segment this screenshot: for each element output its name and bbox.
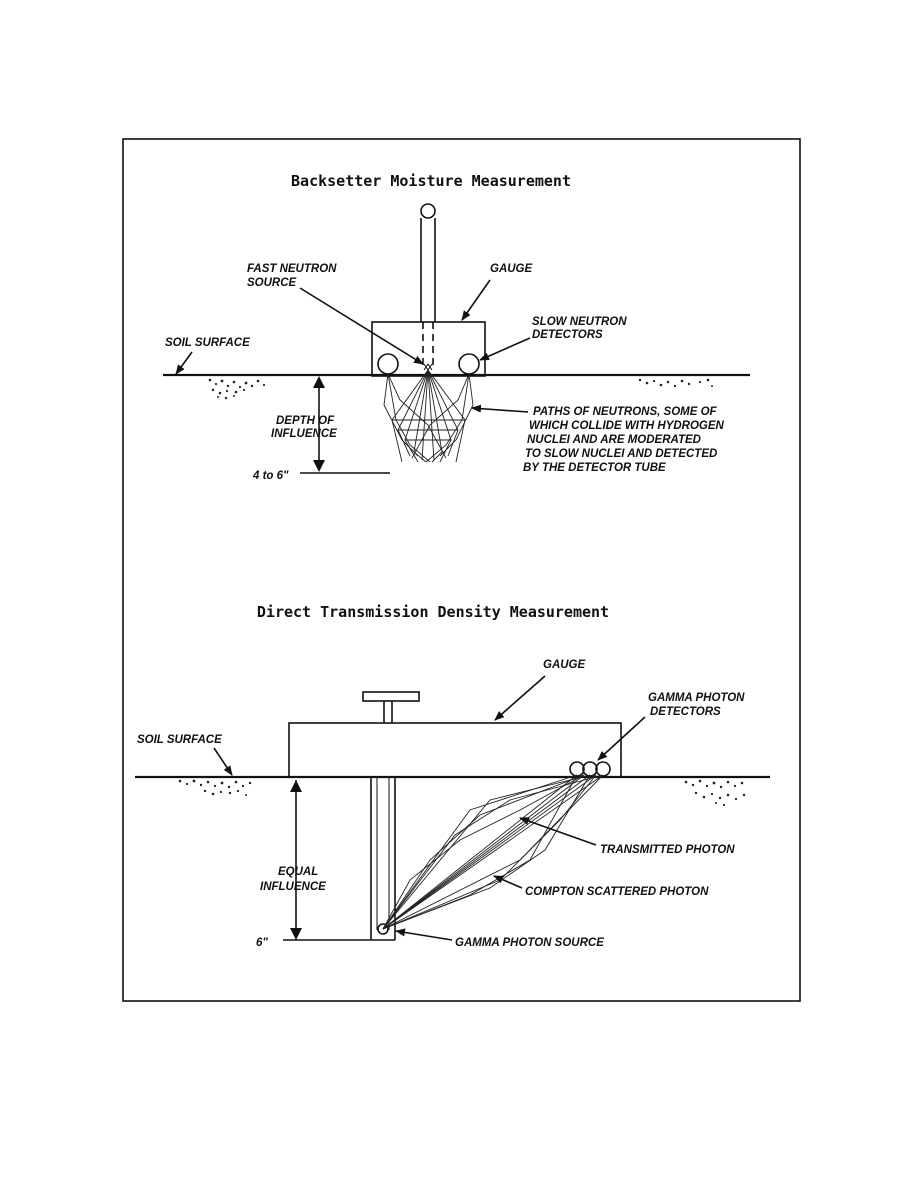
soil-texture-right-top xyxy=(638,378,713,388)
gauge-label-top: GAUGE xyxy=(490,263,533,275)
compton-photon-label: COMPTON SCATTERED PHOTON xyxy=(525,886,709,898)
handle-plate xyxy=(362,691,420,702)
gamma-detectors-label-2: DETECTORS xyxy=(650,706,721,718)
transmitted-photon-label: TRANSMITTED PHOTON xyxy=(600,844,735,856)
soil-texture-left-top xyxy=(208,378,266,400)
equal-influence-label-2: INFLUENCE xyxy=(260,881,326,893)
depth-arrow-down xyxy=(313,460,325,472)
soil-surface-label-top: SOIL SURFACE xyxy=(165,337,250,349)
fast-neutron-source-label: FAST NEUTRON xyxy=(247,263,337,275)
depth-of-influence-label: DEPTH OF xyxy=(276,415,335,427)
gamma-detectors-label: GAMMA PHOTON xyxy=(648,692,745,704)
detector-right xyxy=(458,353,480,375)
transmitted-photon-arrow xyxy=(519,817,597,846)
gamma-source-mark xyxy=(377,923,389,935)
figure-frame xyxy=(122,138,801,1002)
soil-surface-label-bottom: SOIL SURFACE xyxy=(137,734,222,746)
neutron-paths-label-2: WHICH COLLIDE WITH HYDROGEN xyxy=(529,420,725,432)
depth-value-label-bottom: 6" xyxy=(256,937,268,949)
soil-texture-right-bottom xyxy=(684,779,746,807)
transmission-title: Direct Transmission Density Measurement xyxy=(257,603,609,621)
fast-neutron-source-label-2: SOURCE xyxy=(247,277,297,289)
photon-paths xyxy=(382,774,604,930)
gamma-detectors-arrow xyxy=(597,716,646,761)
fast-neutron-arrow xyxy=(299,287,424,365)
neutron-paths-label-1: PATHS OF NEUTRONS, SOME OF xyxy=(533,406,718,418)
backscatter-title: Backsetter Moisture Measurement xyxy=(291,172,571,190)
neutron-paths-arrow xyxy=(471,404,529,413)
neutron-paths-label-3: NUCLEI AND ARE MODERATED xyxy=(527,434,701,446)
handle-knob xyxy=(420,203,436,219)
depth-of-influence-label-2: INFLUENCE xyxy=(271,428,337,440)
neutron-paths-label-5: BY THE DETECTOR TUBE xyxy=(523,462,666,474)
detectors-arrow-top xyxy=(479,337,531,361)
neutron-paths xyxy=(383,369,474,463)
fast-neutron-source-mark xyxy=(423,363,433,371)
gauge-body xyxy=(371,321,486,377)
gauge-arrow-top xyxy=(461,279,491,321)
gauge-arrow-bottom xyxy=(494,675,546,721)
depth-arrow-up xyxy=(313,376,325,388)
soil-texture-left-bottom xyxy=(178,779,252,796)
gamma-source-arrow xyxy=(395,928,453,941)
gamma-detector-3 xyxy=(595,761,611,777)
neutron-paths-label-4: TO SLOW NUCLEI AND DETECTED xyxy=(525,448,717,460)
soil-surface-arrow-top xyxy=(175,351,193,375)
depth-value-label-top: 4 to 6" xyxy=(252,470,289,482)
gamma-source-label: GAMMA PHOTON SOURCE xyxy=(455,937,604,949)
backscatter-diagram: Backsetter Moisture Measurement xyxy=(163,172,750,482)
detector-left xyxy=(377,353,399,375)
slow-neutron-detectors-label-2: DETECTORS xyxy=(532,329,603,341)
influence-arrow-down xyxy=(290,928,302,940)
influence-arrow-up xyxy=(290,780,302,792)
gamma-detector-1 xyxy=(569,761,585,777)
equal-influence-label: EQUAL xyxy=(278,866,318,878)
slow-neutron-detectors-label: SLOW NEUTRON xyxy=(532,316,627,328)
gauge-body-bottom xyxy=(288,722,622,778)
gamma-detector-2 xyxy=(582,761,598,777)
gauge-label-bottom: GAUGE xyxy=(543,659,586,671)
soil-surface-arrow-bottom xyxy=(213,747,233,776)
compton-photon-arrow xyxy=(493,875,523,889)
transmission-diagram: Direct Transmission Density Measurement xyxy=(135,603,770,949)
